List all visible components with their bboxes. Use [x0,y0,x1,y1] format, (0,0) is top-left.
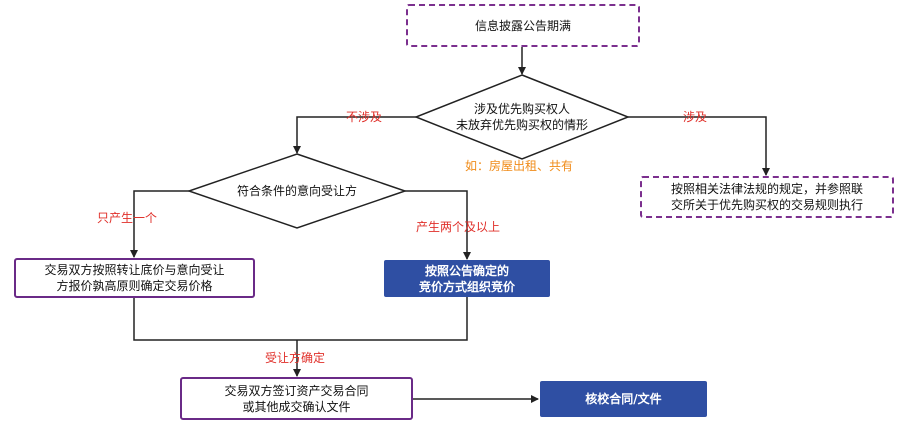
arrow-involved [628,116,770,176]
label-transferor-confirm: 受让方确定 [265,351,326,365]
negotiate-line-2: 方报价孰高原则确定交易价格 [56,279,213,293]
priority-rule-line-1: 按照相关法律法规的规定，并参照联 [670,182,863,196]
auction-line-2: 竞价方式组织竞价 [418,279,515,294]
arrow-not-involved [293,116,416,154]
priority-rule-line-2: 交所关于优先购买权的交易规则执行 [670,198,863,212]
negotiate-line-1: 交易双方按照转让底价与意向受让 [44,263,225,277]
verify-contract-box: 核校合同/文件 [540,381,707,417]
start-box: 信息披露公告期满 [406,4,640,47]
decision-priority-line-2: 未放弃优先购买权的情形 [455,118,588,132]
merge-line [133,297,468,341]
decision-priority-note: 如：房屋出租、共有 [465,159,574,173]
contract-line-2: 或其他成交确认文件 [242,399,351,414]
contract-line-1: 交易双方签订资产交易合同 [224,383,369,398]
negotiate-price-box: 交易双方按照转让底价与意向受让 方报价孰高原则确定交易价格 [14,258,255,298]
decision-transferee-text: 符合条件的意向受让方 [236,184,357,198]
label-two-or-more: 产生两个及以上 [416,220,501,234]
arrow-only-one [130,190,189,258]
decision-priority-line-1: 涉及优先购买权人 [473,102,570,116]
start-box-text: 信息披露公告期满 [474,18,571,33]
auction-box: 按照公告确定的 竞价方式组织竞价 [384,260,550,297]
decision-diamond-transferee [186,153,408,229]
arrow-two-or-more [405,190,471,260]
priority-rule-box: 按照相关法律法规的规定，并参照联 交所关于优先购买权的交易规则执行 [640,176,894,218]
label-involved: 涉及 [683,110,708,124]
decision-diamond-priority [413,74,631,160]
label-only-one: 只产生一个 [97,211,158,225]
decision-priority-text: 涉及优先购买权人 未放弃优先购买权的情形 [432,101,612,133]
auction-line-1: 按照公告确定的 [424,263,509,278]
label-not-involved: 不涉及 [346,110,383,124]
verify-contract-text: 核校合同/文件 [585,392,662,406]
sign-contract-box: 交易双方签订资产交易合同 或其他成交确认文件 [180,377,413,420]
